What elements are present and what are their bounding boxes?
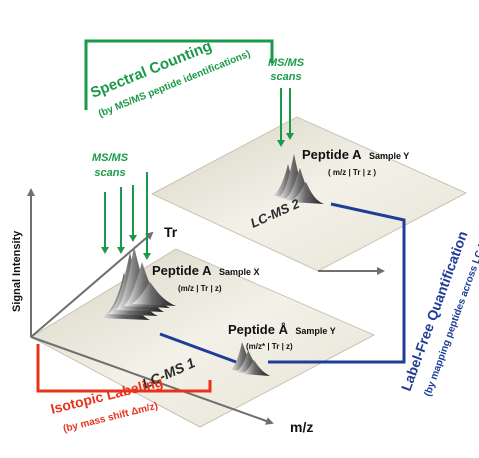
mapping-line-sample-x <box>159 332 237 364</box>
signal-intensity-label: Signal Intensity <box>11 230 23 312</box>
msms-scans-left-line1: MS/MS <box>92 152 129 164</box>
peptide-y1-formula: (m/z* | Tr | z) <box>246 342 293 351</box>
peptide-y1-sample: Sample Y <box>295 326 335 336</box>
peptide-y2-name: Peptide A <box>302 147 362 162</box>
peptide-y1-title: Peptide Å Sample Y <box>228 321 336 338</box>
mz-axis <box>30 336 274 425</box>
mapping-line-runs <box>268 202 406 364</box>
peak-z-2 <box>278 154 312 200</box>
peak-x-5 <box>132 282 176 306</box>
peptide-y2-sample: Sample Y <box>369 151 409 161</box>
isotopic-bracket <box>36 344 212 393</box>
peptide-y2-formula: ( m/z | Tr | z ) <box>328 168 376 177</box>
msms-scans-left-line2: scans <box>94 167 125 179</box>
peak-y1-3 <box>242 360 270 376</box>
peak-group-sample-x <box>100 246 176 320</box>
msms-arrows-top <box>277 88 294 147</box>
peak-x-4 <box>124 262 170 308</box>
peptide-x-formula: (m/z | Tr | z) <box>178 284 222 293</box>
tr-axis-label: Tr <box>164 224 178 240</box>
peptide-y1-name: Peptide Å <box>228 322 289 337</box>
label-free-mapping <box>159 202 406 364</box>
peak-group-lcms2 <box>272 154 324 204</box>
peptide-x-title: Peptide A Sample X <box>152 262 259 279</box>
tr-axis <box>30 231 154 338</box>
msms-scans-top-line2: scans <box>270 71 301 83</box>
peak-group-sample-y-shifted <box>230 342 270 376</box>
peptide-x-sample: Sample X <box>219 267 260 277</box>
msms-scans-top-line1: MS/MS <box>268 57 305 69</box>
mz-axis-label: m/z <box>290 419 313 435</box>
msms-arrows-left <box>101 172 151 260</box>
spectral-bracket <box>84 39 274 110</box>
peptide-x-name: Peptide A <box>152 263 212 278</box>
peptide-y2-title: Peptide A Sample Y <box>302 146 409 163</box>
peak-z-4 <box>290 182 324 204</box>
